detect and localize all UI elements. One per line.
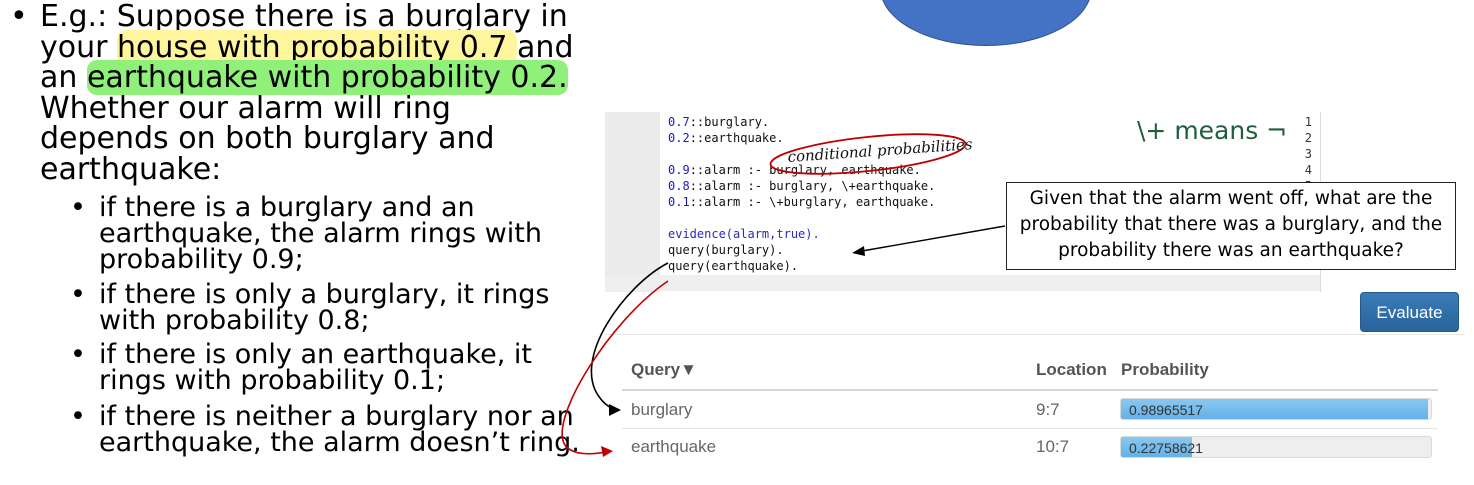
code-text: ::burglary. [689,115,770,129]
evaluate-button[interactable]: Evaluate [1360,292,1459,332]
negation-note: \+ means ¬ [1137,116,1288,145]
sub-bullet-text: if there is neither a burglary nor an ea… [99,401,580,458]
highlight-earthquake-prob: earthquake with probability 0.2. [86,60,568,95]
main-bullet-text: E.g.: Suppose there is a burglary in you… [40,0,585,187]
code-line: 0.9::alarm :- burglary, earthquake. [668,163,921,177]
probability-bar-fill [1121,437,1192,457]
code-line: 0.7::burglary. [668,115,769,129]
sub-bullet-text: if there is a burglary and an earthquake… [99,192,542,275]
result-query-cell: burglary [631,400,693,419]
bullet-dot: • [70,192,86,223]
active-line-highlight [605,275,1320,291]
highlight-burglary-prob: house with probability 0.7 [117,29,518,65]
code-line: query(burglary). [668,243,784,257]
question-callout: Given that the alarm went off, what are … [1006,182,1456,270]
line-number: 4 [1304,163,1312,177]
line-number-gutter [605,112,660,292]
line-number: 2 [1304,131,1312,145]
sub-bullet-text: if there is only an earthquake, it rings… [99,339,532,396]
result-location-cell: 9:7 [1036,400,1060,419]
probability-value: 0.22758621 [1129,440,1203,456]
code-line: 0.1::alarm :- \+burglary, earthquake. [668,195,935,209]
probability-bar: 0.22758621 [1120,436,1432,458]
code-line: query(earthquake). [668,259,799,273]
code-number: 0.9 [668,163,690,177]
text-and: and an [40,29,574,95]
text-alarm-depends: Whether our alarm will ring depends on b… [40,90,495,187]
text-intro: E.g.: Suppose there is a burglary in you… [40,0,568,65]
table-row-divider [622,428,1438,429]
bullet-dot: • [10,0,28,34]
code-text: ::alarm :- burglary, earthquake. [689,163,921,177]
code-text: ::earthquake. [689,131,784,145]
results-divider [605,334,1465,335]
code-text: ). [805,227,820,241]
bullet-dot: • [70,401,86,432]
code-text: ::alarm :- \+burglary, earthquake. [689,195,936,209]
earthquake-arrowhead [601,446,613,457]
code-number: 0.1 [668,195,690,209]
probability-bar: 0.98965517 [1120,398,1432,420]
code-number: 0.7 [668,115,690,129]
probability-value: 0.98965517 [1129,402,1203,418]
result-location-cell: 10:7 [1036,437,1070,456]
code-text: ::alarm :- burglary, \+earthquake. [689,179,936,193]
code-text: evidence(alarm, [668,227,777,241]
code-keyword: true [776,227,806,241]
table-header-divider [622,389,1438,391]
code-line: 0.8::alarm :- burglary, \+earthquake. [668,179,935,193]
result-query-cell: earthquake [631,437,717,456]
bullet-dot: • [70,279,86,310]
sub-bullet-text: if there is only a burglary, it rings wi… [99,279,550,336]
code-number: 0.8 [668,179,690,193]
column-header-probability[interactable]: Probability [1121,360,1209,379]
code-number: 0.2 [668,131,690,145]
probability-bar-fill [1121,399,1428,419]
bullet-dot: • [70,339,86,370]
column-header-query[interactable]: Query▼ [631,360,697,379]
column-header-location[interactable]: Location [1036,360,1107,379]
code-line: 0.2::earthquake. [668,131,784,145]
code-line: evidence(alarm,true). [668,227,820,241]
blue-oval-shape [880,0,1092,46]
burglary-arrowhead [609,404,621,416]
line-number: 3 [1304,147,1312,161]
line-number: 1 [1304,115,1312,129]
